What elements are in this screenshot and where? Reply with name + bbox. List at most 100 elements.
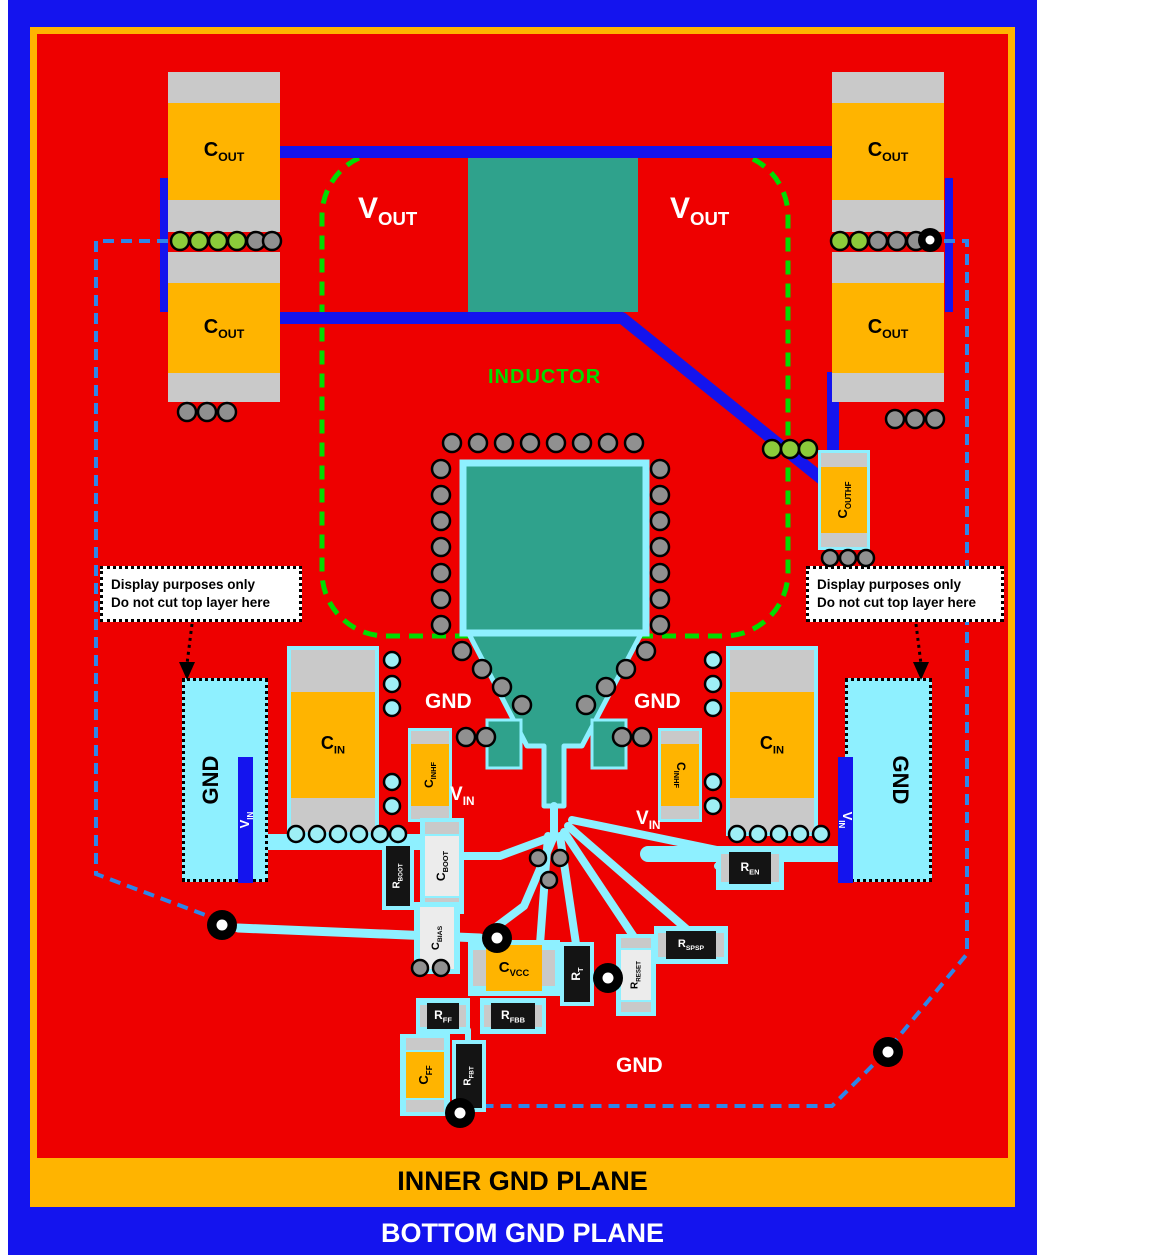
cap-pad	[721, 854, 729, 882]
bottom-gnd-plane-label: BOTTOM GND PLANE	[381, 1218, 664, 1248]
cin-left-body: CIN	[291, 692, 375, 798]
rreset: RRESET	[616, 934, 656, 1016]
rfbb-body: RFBB	[491, 1003, 535, 1029]
ren: REN	[716, 846, 784, 890]
cinhf-label: CINHF	[421, 761, 439, 789]
cff-label: CFF	[416, 1065, 434, 1085]
vout-right-label: VOUT	[670, 192, 730, 229]
cap-pad	[542, 950, 555, 986]
cap-pad	[730, 798, 814, 832]
cap-pad	[821, 533, 867, 547]
cin-left: CIN	[287, 646, 379, 836]
cin-right: CIN	[726, 646, 818, 836]
cff-body: CFF	[406, 1052, 444, 1098]
cbias-body: CBIAS	[420, 907, 454, 969]
gnd-keepout-left-label: GND	[197, 755, 223, 805]
note-line: Display purposes only	[111, 576, 256, 592]
ren-label: REN	[740, 859, 760, 877]
inductor-label: INDUCTOR	[488, 366, 602, 388]
cap-pad	[661, 731, 699, 744]
rfbt-label: RFBT	[462, 1066, 476, 1086]
vin-bar-left-label: VIN	[236, 811, 255, 829]
cap-pad	[821, 453, 867, 467]
rboot: RBOOT	[382, 842, 414, 910]
cbias: CBIAS	[414, 902, 460, 974]
rt: RT	[560, 942, 594, 1006]
cap-pad	[661, 806, 699, 819]
cboot: CBOOT	[420, 818, 464, 914]
cout-bank-right: COUT COUT	[832, 72, 944, 402]
cap-pad	[832, 252, 944, 283]
gnd-keepout-left: GND VIN	[182, 678, 268, 883]
cap-pad	[168, 72, 280, 103]
cap-pad	[420, 1005, 427, 1027]
rff-body: RFF	[427, 1003, 459, 1029]
cap-pad	[771, 854, 779, 882]
rreset-body: RRESET	[621, 950, 651, 1000]
rfbt: RFBT	[452, 1040, 486, 1112]
gnd-mid-right-label: GND	[634, 690, 681, 713]
cout-left-top: COUT	[168, 103, 280, 200]
cap-pad	[168, 200, 280, 232]
cap-pad	[832, 200, 944, 232]
cinhf-left: CINHF	[408, 728, 452, 822]
rspsp-body: RSPSP	[666, 931, 716, 959]
cin-label: CIN	[759, 733, 785, 757]
rfbt-body: RFBT	[456, 1044, 482, 1108]
cff: CFF	[400, 1034, 450, 1116]
gnd-keepout-right-label: GND	[887, 755, 913, 805]
cvcc: CVCC	[468, 940, 560, 996]
cap-pad	[168, 373, 280, 402]
note-right: Display purposes only Do not cut top lay…	[806, 566, 1004, 622]
cap-pad	[473, 950, 486, 986]
cap-pad	[832, 72, 944, 103]
cout-right-top: COUT	[832, 103, 944, 200]
cap-pad	[406, 1100, 444, 1112]
cap-pad	[168, 252, 280, 283]
rreset-label: RRESET	[629, 961, 643, 989]
couthf-label: COUTHF	[835, 481, 853, 519]
ren-body: REN	[729, 852, 771, 884]
rfbb-label: RFBB	[501, 1007, 525, 1025]
rt-label: RT	[568, 967, 586, 981]
cin-right-body: CIN	[730, 692, 814, 798]
rboot-label: RBOOT	[391, 863, 405, 889]
cbias-label: CBIAS	[429, 925, 445, 951]
cout-label: COUT	[867, 315, 909, 341]
cout-label: COUT	[203, 139, 245, 164]
cap-pad	[535, 1005, 542, 1027]
cap-pad	[291, 650, 375, 692]
cboot-body: CBOOT	[425, 836, 459, 896]
cap-pad	[658, 933, 666, 957]
cap-pad	[406, 1038, 444, 1050]
via-gap	[168, 232, 280, 252]
cap-pad	[621, 938, 651, 948]
cap-pad	[484, 1005, 491, 1027]
cinhf-right: CINHF	[658, 728, 702, 822]
via-gap	[832, 232, 944, 252]
cboot-label: CBOOT	[433, 850, 451, 882]
cin-label: CIN	[320, 733, 346, 757]
cinhf-label: CINHF	[671, 761, 689, 789]
note-line: Do not cut top layer here	[817, 595, 977, 610]
cvcc-body: CVCC	[486, 945, 542, 991]
cap-pad	[411, 731, 449, 744]
cout-left-bottom: COUT	[168, 283, 280, 373]
gnd-mid-left-label: GND	[425, 690, 472, 713]
cout-bank-left: COUT COUT	[168, 72, 280, 402]
cout-right-bottom: COUT	[832, 283, 944, 373]
note-left: Display purposes only Do not cut top lay…	[100, 566, 302, 622]
rspsp-label: RSPSP	[677, 937, 705, 953]
couthf: COUTHF	[818, 450, 870, 550]
rt-body: RT	[564, 946, 590, 1002]
cap-pad	[425, 822, 459, 834]
cout-label: COUT	[867, 139, 909, 164]
cap-pad	[716, 933, 724, 957]
vout-left-label: VOUT	[358, 192, 418, 229]
note-line: Do not cut top layer here	[111, 595, 271, 610]
vin-bar-left: VIN	[236, 757, 255, 883]
rfbb: RFBB	[480, 998, 546, 1034]
rff-label: RFF	[434, 1007, 452, 1025]
gnd-bottom-label: GND	[616, 1054, 663, 1077]
